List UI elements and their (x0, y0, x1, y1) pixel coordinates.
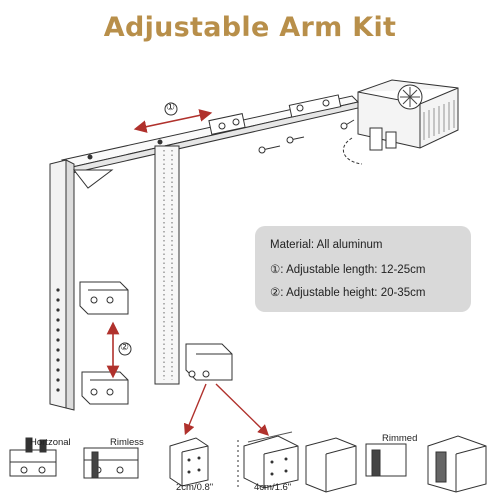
spec-panel: Material: All aluminum ①: Adjustable len… (255, 226, 471, 312)
rimmed-mount-illustration (305, 435, 487, 493)
left-vertical-column (49, 159, 114, 411)
length-arrow (133, 109, 213, 133)
mounting-screws (258, 119, 355, 154)
label-horizontal: Hortzonal (30, 437, 71, 448)
motor-housing (357, 79, 459, 151)
rimless-mount-illustration (83, 447, 139, 479)
label-rimmed: Rimmed (382, 433, 418, 444)
adjustment-arrows (106, 109, 270, 436)
length-marker: ① (166, 102, 175, 113)
page-title: Adjustable Arm Kit (103, 12, 397, 43)
spec-material: Material: All aluminum (270, 239, 383, 251)
rotation-hint (342, 137, 363, 165)
left-brackets (79, 281, 129, 405)
height-marker: ② (120, 342, 129, 353)
large-bracket-arrow (215, 383, 270, 436)
callout-markers (118, 102, 178, 356)
spec-length: ①: Adjustable length: 12-25cm (270, 264, 426, 276)
label-large-bracket: 4cm/1.6" (254, 482, 292, 493)
large-bracket-illustration (243, 431, 299, 489)
small-bracket-arrow (183, 383, 207, 436)
small-bracket-illustration (169, 437, 209, 487)
horizontal-arm (61, 94, 359, 175)
spec-height: ②: Adjustable height: 20-35cm (270, 287, 426, 299)
middle-vertical-column (154, 145, 233, 385)
label-rimless: Rimless (110, 437, 144, 448)
label-small-bracket: 2cm/0.8" (176, 482, 214, 493)
horizontal-mount-illustration (9, 437, 57, 477)
